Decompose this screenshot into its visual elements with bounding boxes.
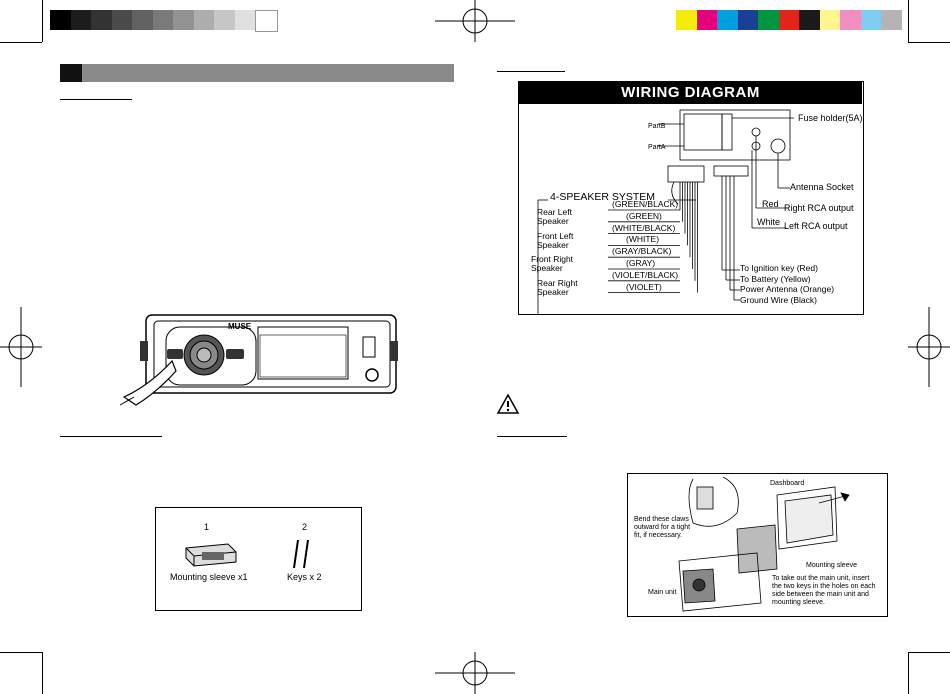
mounting-sleeve-label: Mounting sleeve: [806, 562, 857, 569]
cmyk-swatch: [758, 10, 779, 30]
grayscale-swatch: [152, 10, 173, 30]
cmyk-swatch: [881, 10, 902, 30]
wiring-diagram-panel: [518, 81, 864, 315]
accessory-2-number: 2: [302, 522, 308, 532]
grayscale-swatch: [255, 10, 278, 32]
grayscale-swatch: [111, 10, 132, 30]
speaker-label: Speaker: [537, 216, 569, 226]
antenna-socket-label: Antenna Socket: [790, 182, 854, 192]
claws-label: Bend these claws outward for a tight fit…: [634, 516, 691, 539]
grayscale-swatch: [91, 10, 112, 30]
wire-label: (WHITE/BLACK): [612, 222, 676, 233]
cmyk-swatch: [819, 10, 840, 30]
section-header-bar: [60, 64, 454, 82]
cmyk-swatch: [778, 10, 799, 30]
right-rca-label: Right RCA output: [784, 203, 854, 213]
wire-label: (GREEN/BLACK): [612, 199, 679, 209]
accessory-1-number: 1: [204, 522, 210, 532]
speaker-label: Speaker: [537, 286, 569, 297]
heading-rule-4: [497, 436, 567, 437]
left-rca-label: Left RCA output: [784, 221, 848, 231]
cmyk-swatch: [737, 10, 758, 30]
warning-icon: [496, 393, 520, 414]
cmyk-swatch: [676, 10, 697, 30]
wire-label: (GRAY/BLACK): [612, 246, 672, 257]
speaker-label: Front Left: [537, 230, 574, 241]
section-number-box: [60, 64, 82, 82]
grayscale-swatch: [234, 10, 255, 30]
accessory-2-label: Keys x 2: [287, 572, 322, 582]
wire-label: (VIOLET): [626, 281, 662, 292]
take-out-label: To take out the main unit, insert the tw…: [772, 575, 876, 606]
wire-label: (GREEN): [626, 210, 662, 221]
speaker-label: Speaker: [531, 263, 563, 274]
power-wire-label: To Battery (Yellow): [740, 273, 811, 284]
radio-illustration: [119, 314, 398, 406]
grayscale-swatch: [173, 10, 194, 30]
cmyk-swatch: [860, 10, 881, 30]
power-wire-label: Power Antenna (Orange): [740, 284, 835, 294]
speaker-label: Rear Left: [537, 207, 572, 217]
wiring-diagram-title: WIRING DIAGRAM: [519, 82, 862, 104]
power-wire-label: To Ignition key (Red): [740, 263, 818, 273]
grayscale-swatch: [132, 10, 153, 30]
installation-drawing: [678, 476, 850, 612]
red-label: Red: [762, 199, 779, 209]
main-unit-label: Main unit: [648, 589, 677, 596]
heading-rule-1: [60, 99, 132, 100]
radio-brand: MUSE: [228, 322, 252, 331]
speaker-label: Front Right: [531, 254, 574, 265]
accessory-1-label: Mounting sleeve x1: [170, 572, 248, 582]
cmyk-swatch: [799, 10, 820, 30]
grayscale-swatch: [193, 10, 214, 30]
speaker-label: Rear Right: [537, 277, 578, 288]
grayscale-swatch: [70, 10, 91, 30]
keys-image: [293, 539, 309, 569]
wiring-lines: [537, 109, 794, 314]
dashboard-label: Dashboard: [770, 480, 805, 487]
heading-rule-3: [497, 71, 565, 72]
cmyk-swatch: [696, 10, 717, 30]
grayscale-swatch: [214, 10, 235, 30]
mounting-sleeve-image: [185, 543, 237, 567]
cmyk-swatch: [840, 10, 861, 30]
speaker-system-label: 4-SPEAKER SYSTEM: [548, 191, 658, 203]
fuse-holder-label: Fuse holder(5A): [798, 113, 863, 123]
part-b-label: PartB: [648, 123, 666, 130]
part-a-label: PartA: [648, 144, 666, 151]
grayscale-swatch: [50, 10, 71, 30]
cmyk-swatch: [717, 10, 738, 30]
power-wire-label: Ground Wire (Black): [740, 294, 817, 305]
white-label: White: [757, 217, 781, 227]
wire-label: (VIOLET/BLACK): [612, 269, 679, 280]
wire-label: (WHITE): [626, 234, 660, 245]
wire-label: (GRAY): [626, 258, 656, 268]
heading-rule-2: [60, 436, 162, 437]
speaker-label: Speaker: [537, 239, 569, 250]
